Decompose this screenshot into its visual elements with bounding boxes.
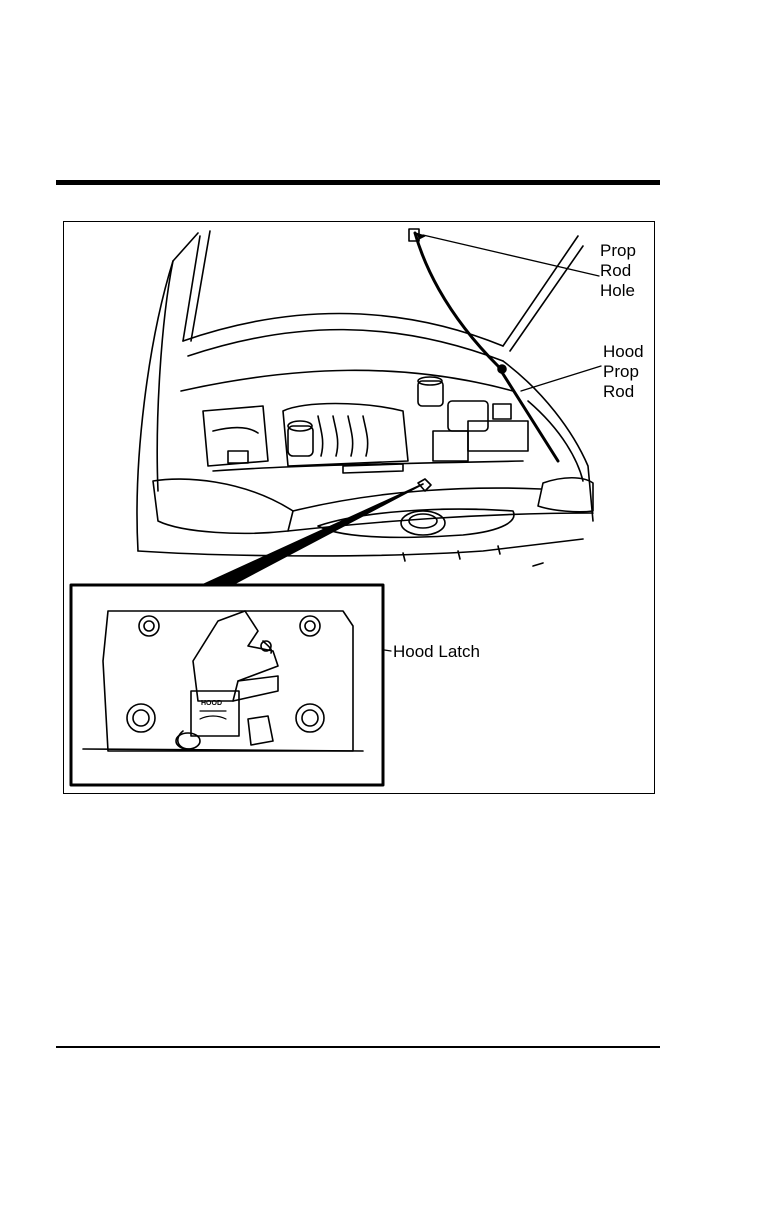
top-rule: [56, 180, 660, 185]
bottom-rule: [56, 1046, 660, 1048]
hood-prop-rod-label-line1: Hood: [603, 342, 644, 362]
hood-latch-label: Hood Latch: [393, 642, 480, 662]
inset-lock-text: HOOD: [201, 700, 222, 707]
prop-rod-hole-label-line3: Hole: [600, 281, 636, 301]
prop-rod-hole-label-line1: Prop: [600, 241, 636, 261]
engine-bay-illustration: HOOD: [63, 221, 655, 794]
hood-prop-rod-label-line2: Prop: [603, 362, 644, 382]
prop-rod-hole-label: Prop Rod Hole: [600, 241, 636, 301]
prop-rod-hole-label-line2: Rod: [600, 261, 636, 281]
hood-prop-rod-label-line3: Rod: [603, 382, 644, 402]
hood-prop-rod-label: Hood Prop Rod: [603, 342, 644, 402]
